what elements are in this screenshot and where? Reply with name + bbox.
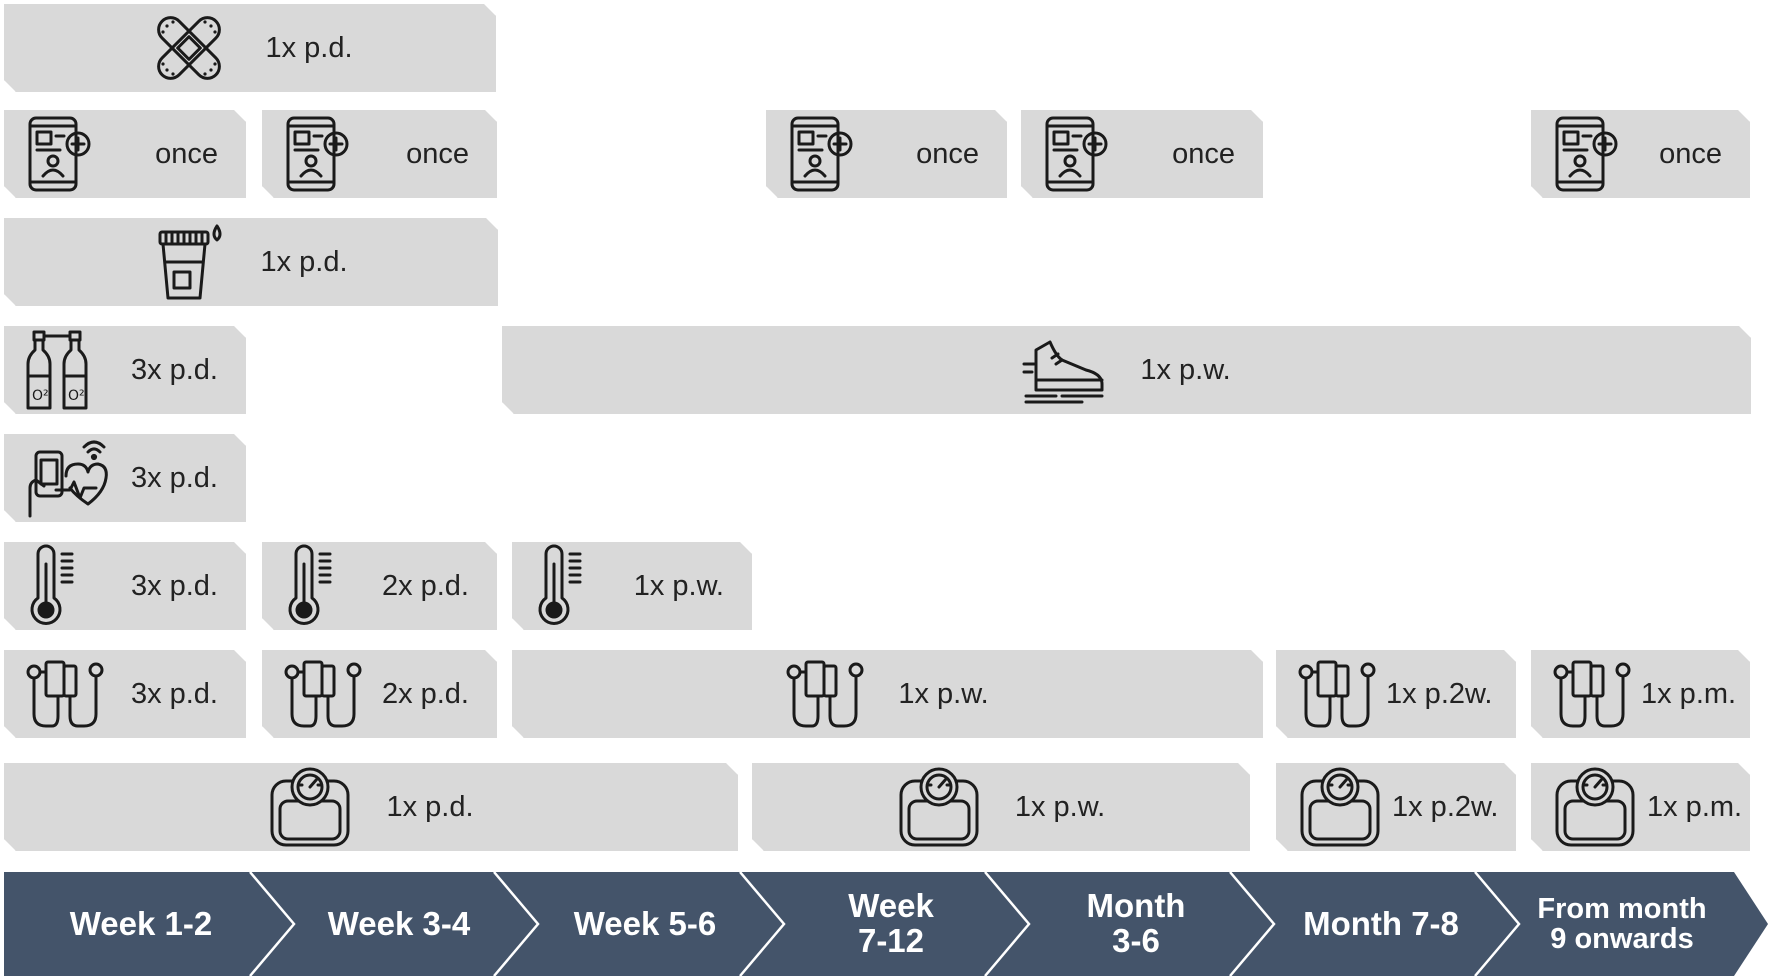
urine-bar: 1x p.d. [4,218,498,306]
urine-cup-icon [154,222,226,302]
frequency-label: 3x p.d. [130,677,218,710]
timeline-period-1: Week 1-2 [69,904,213,942]
frequency-label: 1x p.d. [260,245,348,278]
weighing-scale-icon [268,765,352,849]
frequency-label: 1x p.d. [265,31,353,64]
heart-monitoring-bar: 3x p.d. [4,434,246,522]
frequency-label: 1x p.m. [1641,677,1737,710]
frequency-label: once [155,137,218,170]
weight-bar: 1x p.2w. [1276,763,1516,851]
temperature-bar: 3x p.d. [4,542,246,630]
frequency-label: 3x p.d. [130,353,218,386]
oxygen-or-walking-bar: O² O² 3x p.d. [4,326,246,414]
frequency-label: 3x p.d. [130,569,218,602]
frequency-label: 1x p.2w. [1392,790,1499,823]
timeline-separator-5 [1229,872,1276,976]
blood-pressure-bar: 1x p.m. [1531,650,1750,738]
frequency-label: 1x p.w. [633,569,724,602]
weighing-scale-icon [897,765,981,849]
timeline-period-3: Week 5-6 [573,904,717,942]
svg-text:O²: O² [32,388,49,404]
timeline-separator-3 [739,872,786,976]
timeline-separator-2 [493,872,540,976]
sneaker-icon [1022,334,1106,406]
timeline-separator-1 [249,872,296,976]
frequency-label: 3x p.d. [130,461,218,494]
timeline-chevron-arrow [4,872,1768,976]
thermometer-icon [534,544,586,628]
blood-pressure-bar: 3x p.d. [4,650,246,738]
blood-pressure-monitor-icon [1298,658,1376,730]
blood-pressure-bar: 1x p.w. [512,650,1263,738]
blood-pressure-monitor-icon [1553,658,1631,730]
mobile-medical-form-icon [1043,114,1109,194]
frequency-label: 1x p.w. [1014,790,1106,823]
mobile-medical-form-icon [284,114,350,194]
frequency-label: 2x p.d. [381,569,469,602]
questionnaire-bar: once [766,110,1007,198]
frequency-label: 1x p.d. [386,790,474,823]
frequency-label: once [1659,137,1722,170]
frequency-label: 1x p.2w. [1386,677,1493,710]
weighing-scale-icon [1298,765,1382,849]
questionnaire-bar: once [1531,110,1750,198]
weight-bar: 1x p.w. [752,763,1250,851]
blood-pressure-bar: 2x p.d. [262,650,497,738]
thermometer-icon [284,544,336,628]
timeline-period-2: Week 3-4 [327,904,471,942]
mobile-medical-form-icon [26,114,92,194]
timeline-separator-4 [984,872,1031,976]
svg-text:O²: O² [68,388,85,404]
frequency-label: 1x p.m. [1647,790,1743,823]
weighing-scale-icon [1553,765,1637,849]
temperature-bar: 2x p.d. [262,542,497,630]
wound-bar: 1x p.d. [4,4,496,92]
frequency-label: once [1172,137,1235,170]
phone-heart-wifi-icon [26,438,110,518]
timeline-separator-6 [1474,872,1521,976]
questionnaire-bar: once [1021,110,1263,198]
questionnaire-bar: once [4,110,246,198]
mobile-medical-form-icon [788,114,854,194]
blood-pressure-monitor-icon [26,658,104,730]
mobile-medical-form-icon [1553,114,1619,194]
oxygen-or-walking-bar: 1x p.w. [502,326,1751,414]
bandage-icon [147,6,231,90]
frequency-label: 1x p.w. [1140,353,1231,386]
oxygen-bottles-icon: O² O² [26,328,90,412]
blood-pressure-monitor-icon [284,658,362,730]
blood-pressure-monitor-icon [786,658,864,730]
frequency-label: once [916,137,979,170]
timeline-period-6: Month 7-8 [1303,904,1459,942]
frequency-label: 1x p.w. [898,677,989,710]
questionnaire-bar: once [262,110,497,198]
frequency-label: 2x p.d. [381,677,469,710]
temperature-bar: 1x p.w. [512,542,752,630]
blood-pressure-bar: 1x p.2w. [1276,650,1516,738]
thermometer-icon [26,544,78,628]
frequency-label: once [406,137,469,170]
weight-bar: 1x p.m. [1531,763,1750,851]
weight-bar: 1x p.d. [4,763,738,851]
timeline-chevron-separators [249,872,1521,976]
